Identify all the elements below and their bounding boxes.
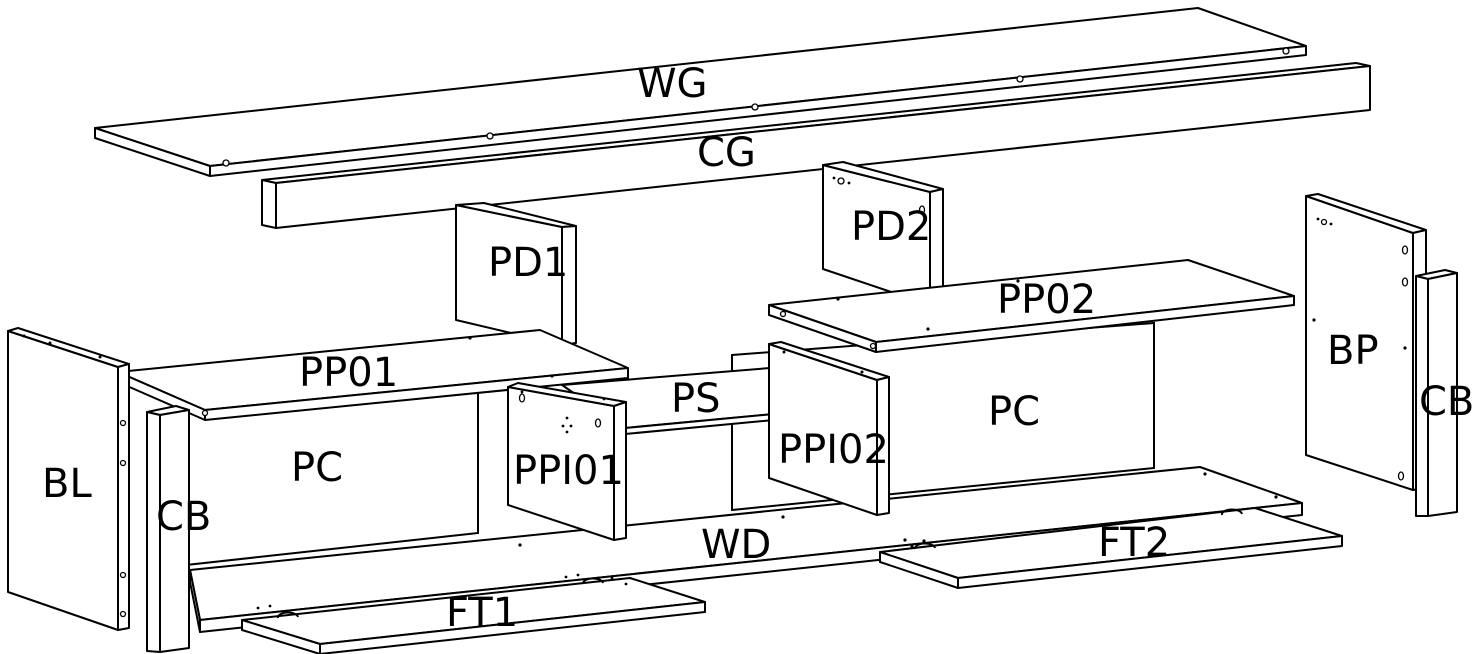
label-ft1: FT1 — [446, 590, 518, 636]
part-pd2 — [822, 161, 944, 306]
label-wg: WG — [637, 61, 708, 107]
cam-hole — [119, 419, 127, 427]
cam-hole — [222, 159, 230, 167]
label-ppi01: PPI01 — [513, 448, 624, 494]
part-cb-right — [1415, 269, 1458, 517]
cam-hole — [201, 409, 209, 417]
cam-hole — [119, 459, 127, 467]
dowel-hole — [1401, 277, 1409, 287]
foot-cutout — [581, 577, 604, 585]
label-ps: PS — [671, 376, 721, 422]
label-ft2: FT2 — [1098, 520, 1170, 566]
dowel-hole — [518, 393, 526, 403]
cam-hole — [119, 571, 127, 579]
label-pd1: PD1 — [488, 240, 568, 286]
foot-cutout — [1220, 508, 1243, 516]
dowel-hole — [837, 177, 845, 185]
label-bp: BP — [1327, 328, 1379, 374]
cam-hole — [486, 132, 494, 140]
label-wd: WD — [701, 522, 771, 568]
part-bl — [7, 327, 130, 631]
label-pp01: PP01 — [299, 350, 398, 396]
label-ppi02: PPI02 — [778, 427, 889, 473]
foot-cutout — [276, 611, 299, 619]
part-ppi01 — [507, 382, 627, 541]
cam-hole — [1282, 47, 1290, 55]
foot-cutout — [913, 542, 936, 550]
label-bl: BL — [42, 461, 92, 507]
part-ft2 — [879, 507, 1343, 589]
part-pp01 — [117, 329, 629, 421]
dowel-hole — [594, 418, 602, 428]
part-pd1 — [455, 202, 577, 346]
part-ft1 — [241, 573, 706, 654]
label-pc-right: PC — [988, 389, 1040, 435]
dowel-hole — [1401, 245, 1409, 255]
part-wg — [94, 7, 1307, 177]
cam-hole — [869, 342, 877, 350]
label-pc-left: PC — [291, 445, 343, 491]
cam-hole — [1016, 75, 1024, 83]
dowel-hole — [1320, 218, 1328, 226]
part-cg — [261, 62, 1371, 229]
label-cb-right: CB — [1419, 379, 1474, 425]
label-pd2: PD2 — [851, 204, 931, 250]
cam-hole — [119, 610, 127, 618]
label-cg: CG — [697, 130, 756, 176]
part-pp02 — [768, 259, 1295, 353]
dowel-hole — [918, 205, 926, 215]
label-pp02: PP02 — [997, 277, 1096, 323]
label-cb-left: CB — [156, 494, 211, 540]
cam-hole — [751, 103, 759, 111]
cam-hole — [779, 310, 787, 318]
dowel-hole — [1397, 471, 1405, 481]
part-cb-left — [146, 405, 190, 653]
part-ppi02 — [768, 341, 890, 516]
